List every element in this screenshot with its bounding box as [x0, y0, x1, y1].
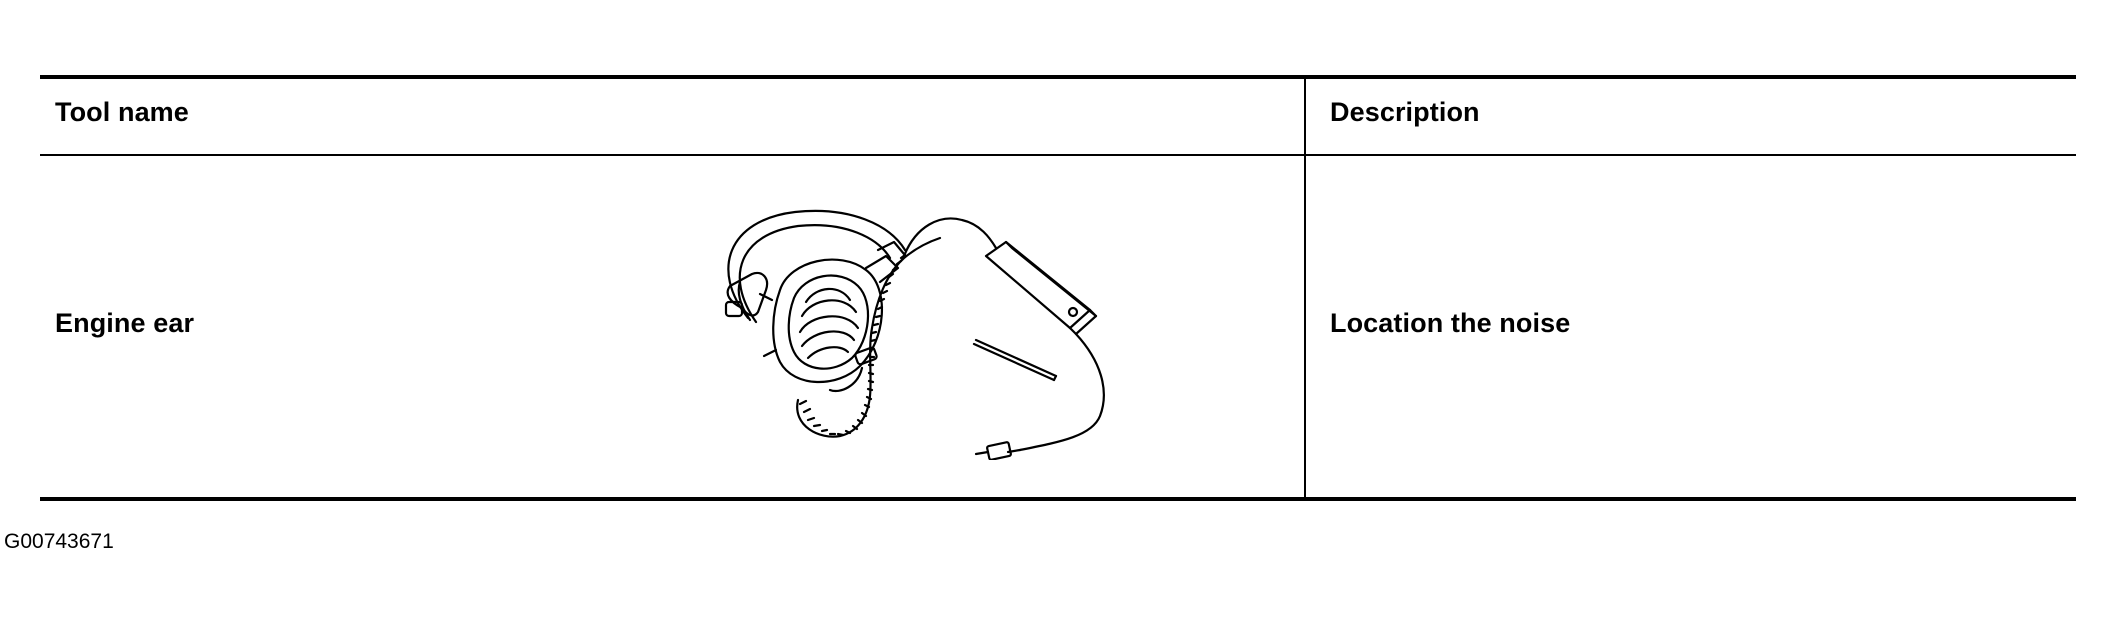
header-divider-rule: [40, 154, 2076, 156]
figure-id: G00743671: [4, 530, 114, 553]
table-top-rule: [40, 75, 2076, 79]
row-description: Location the noise: [1330, 308, 1571, 338]
engine-ear-headphones-icon: [724, 209, 1105, 460]
header-description: Description: [1330, 97, 1480, 127]
header-tool-name: Tool name: [55, 97, 189, 127]
row-tool-name: Engine ear: [55, 308, 195, 338]
table-bottom-rule: [40, 497, 2076, 501]
column-divider: [1304, 79, 1306, 497]
tool-table: Tool name Description Engine ear Locatio…: [40, 75, 2076, 501]
